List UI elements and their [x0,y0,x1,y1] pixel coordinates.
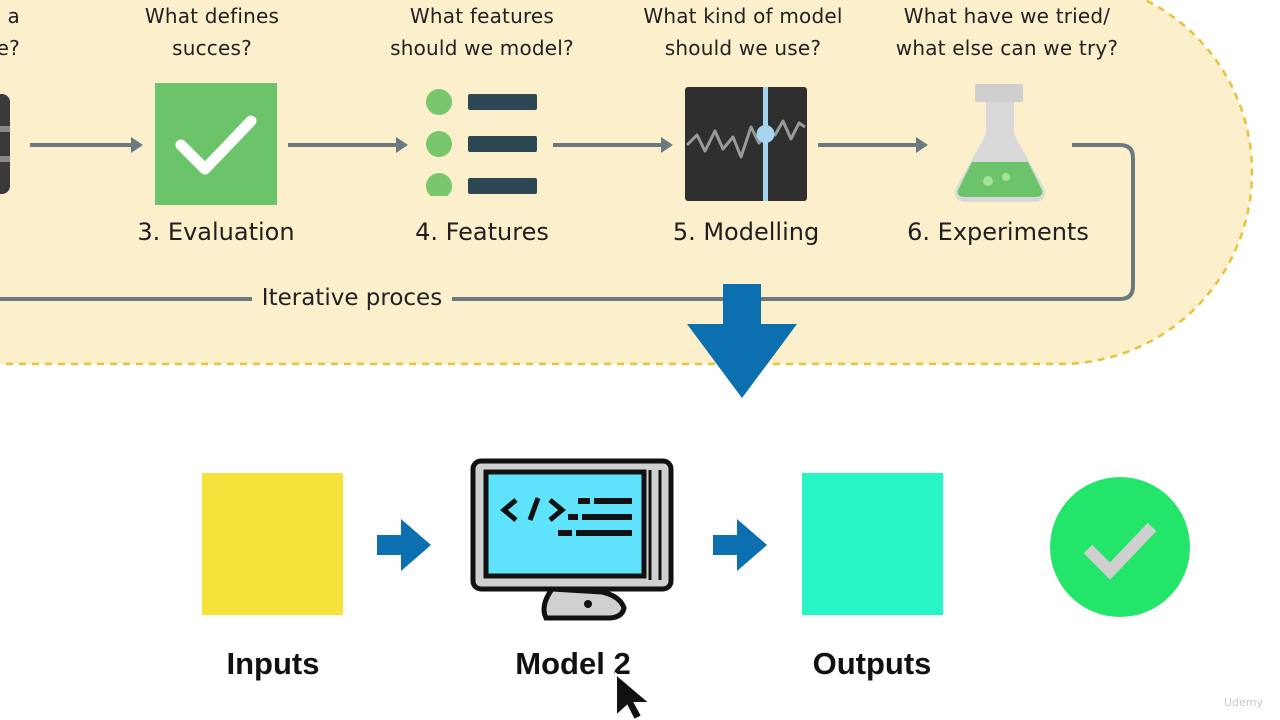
experiments-question-line1: What have we tried/ [903,4,1111,28]
inputs-square [202,473,343,615]
modelling-question-line2: should we use? [664,36,822,60]
cut-question: a e? [0,0,20,64]
evaluation-question-line2: succes? [172,36,252,60]
modelling-question-line1: What kind of model [643,4,843,28]
features-question: What features should we model? [362,0,602,64]
down-arrow-icon [687,284,797,398]
computer-code-icon [470,458,674,621]
features-question-line2: should we model? [390,36,574,60]
experiments-question-line2: what else can we try? [895,36,1119,60]
cut-question-line2: e? [0,36,20,60]
experiments-question: What have we tried/ what else can we try… [887,0,1127,64]
model-signal-icon [685,87,807,201]
features-list-icon [426,89,537,196]
success-check-icon [1050,477,1190,617]
outputs-square [802,473,943,615]
inputs-label: Inputs [226,646,320,681]
udemy-watermark: Udemy [1224,696,1264,709]
experiments-label: 6. Experiments [907,218,1089,246]
outputs-label: Outputs [812,646,932,681]
database-icon [0,94,10,194]
arrow-right-icon [713,519,767,571]
modelling-question: What kind of model should we use? [623,0,863,64]
modelling-label: 5. Modelling [672,218,820,246]
evaluation-label: 3. Evaluation [137,218,295,246]
features-label: 4. Features [415,218,549,246]
evaluation-question: What defines succes? [92,0,332,64]
iterative-process-label: Iterative proces [252,285,452,311]
model-label: Model 2 [515,646,631,681]
evaluation-checkmark-icon [155,83,277,205]
features-question-line1: What features [409,4,555,28]
evaluation-question-line1: What defines [144,4,280,28]
cut-question-line1: a [7,4,20,28]
flask-icon [955,84,1045,202]
mouse-cursor-icon [615,672,653,720]
arrow-right-icon [377,519,431,571]
